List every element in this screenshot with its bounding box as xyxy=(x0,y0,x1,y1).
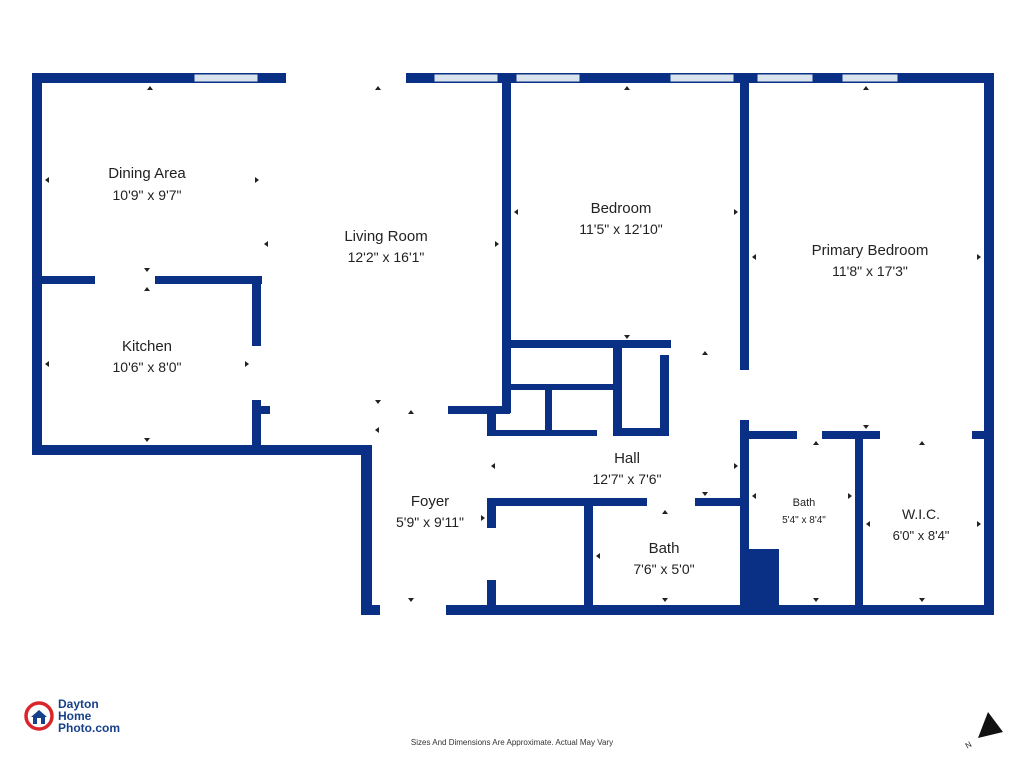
room-bedroom-name: Bedroom xyxy=(591,200,652,217)
north-arrow-icon: N xyxy=(964,712,1003,751)
room-wic-name: W.I.C. xyxy=(902,506,940,522)
logo-line-2: Home xyxy=(58,709,92,723)
labels: Dining Area 10'9" x 9'7" Living Room 12'… xyxy=(108,165,950,577)
room-primary-dims: 11'8" x 17'3" xyxy=(832,263,908,279)
windows xyxy=(193,73,899,83)
company-logo: Dayton Home Photo.com xyxy=(24,698,120,734)
room-living-dims: 12'2" x 16'1" xyxy=(348,249,425,265)
dimension-markers xyxy=(45,86,981,602)
room-foyer-dims: 5'9" x 9'11" xyxy=(396,514,464,530)
logo-line-3: Photo.com xyxy=(58,721,120,735)
house-logo-icon xyxy=(24,701,54,731)
room-wic-dims: 6'0" x 8'4" xyxy=(893,528,950,543)
openings xyxy=(95,72,446,616)
room-dining-name: Dining Area xyxy=(108,165,186,182)
room-foyer-name: Foyer xyxy=(411,493,449,510)
room-hall-dims: 12'7" x 7'6" xyxy=(593,471,662,487)
walls xyxy=(32,73,994,615)
room-hall-name: Hall xyxy=(614,450,640,467)
logo-line-1: Dayton xyxy=(58,697,99,711)
room-kitchen-name: Kitchen xyxy=(122,338,172,355)
room-bath1-name: Bath xyxy=(649,540,680,557)
room-bedroom-dims: 11'5" x 12'10" xyxy=(579,221,663,237)
room-dining-dims: 10'9" x 9'7" xyxy=(113,187,182,203)
room-kitchen-dims: 10'6" x 8'0" xyxy=(113,359,182,375)
room-bath2-name: Bath xyxy=(793,497,816,509)
room-bath2-dims: 5'4" x 8'4" xyxy=(782,515,826,526)
room-primary-name: Primary Bedroom xyxy=(812,242,929,259)
disclaimer-text: Sizes And Dimensions Are Approximate. Ac… xyxy=(410,738,614,747)
room-bath1-dims: 7'6" x 5'0" xyxy=(633,561,694,577)
room-living-name: Living Room xyxy=(344,228,427,245)
compass-label: N xyxy=(964,740,974,751)
